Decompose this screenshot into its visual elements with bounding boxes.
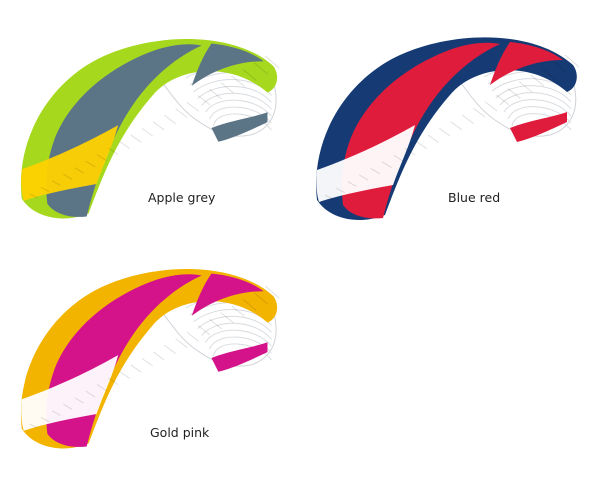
variant-label-blue-red: Blue red [448, 190, 501, 205]
variant-label-gold-pink: Gold pink [150, 425, 210, 440]
paraglider-apple-grey [10, 20, 295, 240]
paraglider-blue-red [305, 20, 595, 240]
paraglider-gold-pink [10, 245, 295, 475]
paraglider-wing-illustration [316, 37, 580, 220]
paraglider-wing-illustration [20, 268, 280, 449]
paraglider-wing-illustration [20, 38, 280, 219]
variant-label-apple-grey: Apple grey [148, 190, 216, 205]
